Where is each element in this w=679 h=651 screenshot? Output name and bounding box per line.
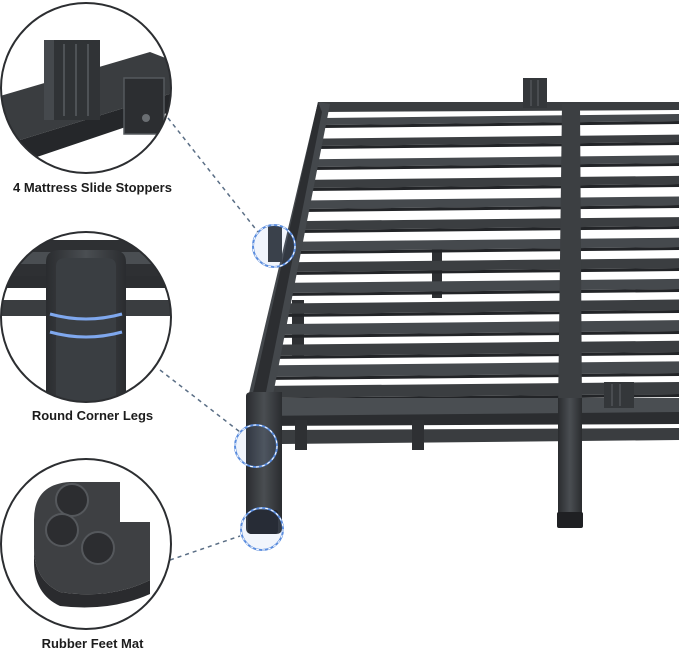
slat xyxy=(311,155,679,167)
slide-stopper-back xyxy=(523,78,547,108)
lower-brace-post xyxy=(295,420,307,450)
left-side-rail-shadow xyxy=(250,102,322,412)
lower-brace xyxy=(282,428,679,444)
slide-stopper-left xyxy=(268,226,282,262)
feature-label-corner-legs: Round Corner Legs xyxy=(31,408,154,423)
leader-line-2 xyxy=(159,369,241,433)
slat xyxy=(301,196,679,209)
slide-stopper-detail xyxy=(0,2,172,174)
corner-leg xyxy=(246,392,282,534)
leader-line-1 xyxy=(167,117,259,233)
rubber-foot xyxy=(557,512,583,528)
center-leg xyxy=(558,398,582,526)
bed-frame xyxy=(234,78,679,551)
rubber-feet-mat-detail xyxy=(0,458,172,630)
slat-shadow xyxy=(322,121,679,128)
slat-shadow xyxy=(311,163,679,170)
detail-circle xyxy=(0,231,172,403)
leader-line-3 xyxy=(169,535,241,561)
slat-shadow xyxy=(296,226,679,233)
callout-leaders xyxy=(159,117,259,561)
lower-brace-post xyxy=(412,420,424,450)
feature-label-rubber-feet: Rubber Feet Mat xyxy=(41,636,144,651)
highlight-marker xyxy=(240,507,284,551)
center-spine xyxy=(558,104,582,412)
slat-shadow xyxy=(316,142,679,149)
slat xyxy=(296,217,679,230)
feature-label-slide-stoppers: 4 Mattress Slide Stoppers xyxy=(13,180,172,195)
slat xyxy=(291,237,679,251)
highlight-marker xyxy=(252,224,296,268)
slat xyxy=(322,114,679,125)
detail-circle xyxy=(0,458,172,630)
back-rail xyxy=(318,102,679,112)
slat xyxy=(316,134,679,146)
slide-stopper-front xyxy=(604,382,634,408)
detail-circle xyxy=(0,2,172,174)
slat-shadow xyxy=(291,247,679,254)
slat xyxy=(306,175,679,188)
slat-shadow xyxy=(301,205,679,212)
rubber-foot xyxy=(248,510,278,534)
round-corner-leg-detail xyxy=(0,231,172,403)
highlight-marker xyxy=(234,424,278,468)
slat-shadow xyxy=(306,184,679,191)
